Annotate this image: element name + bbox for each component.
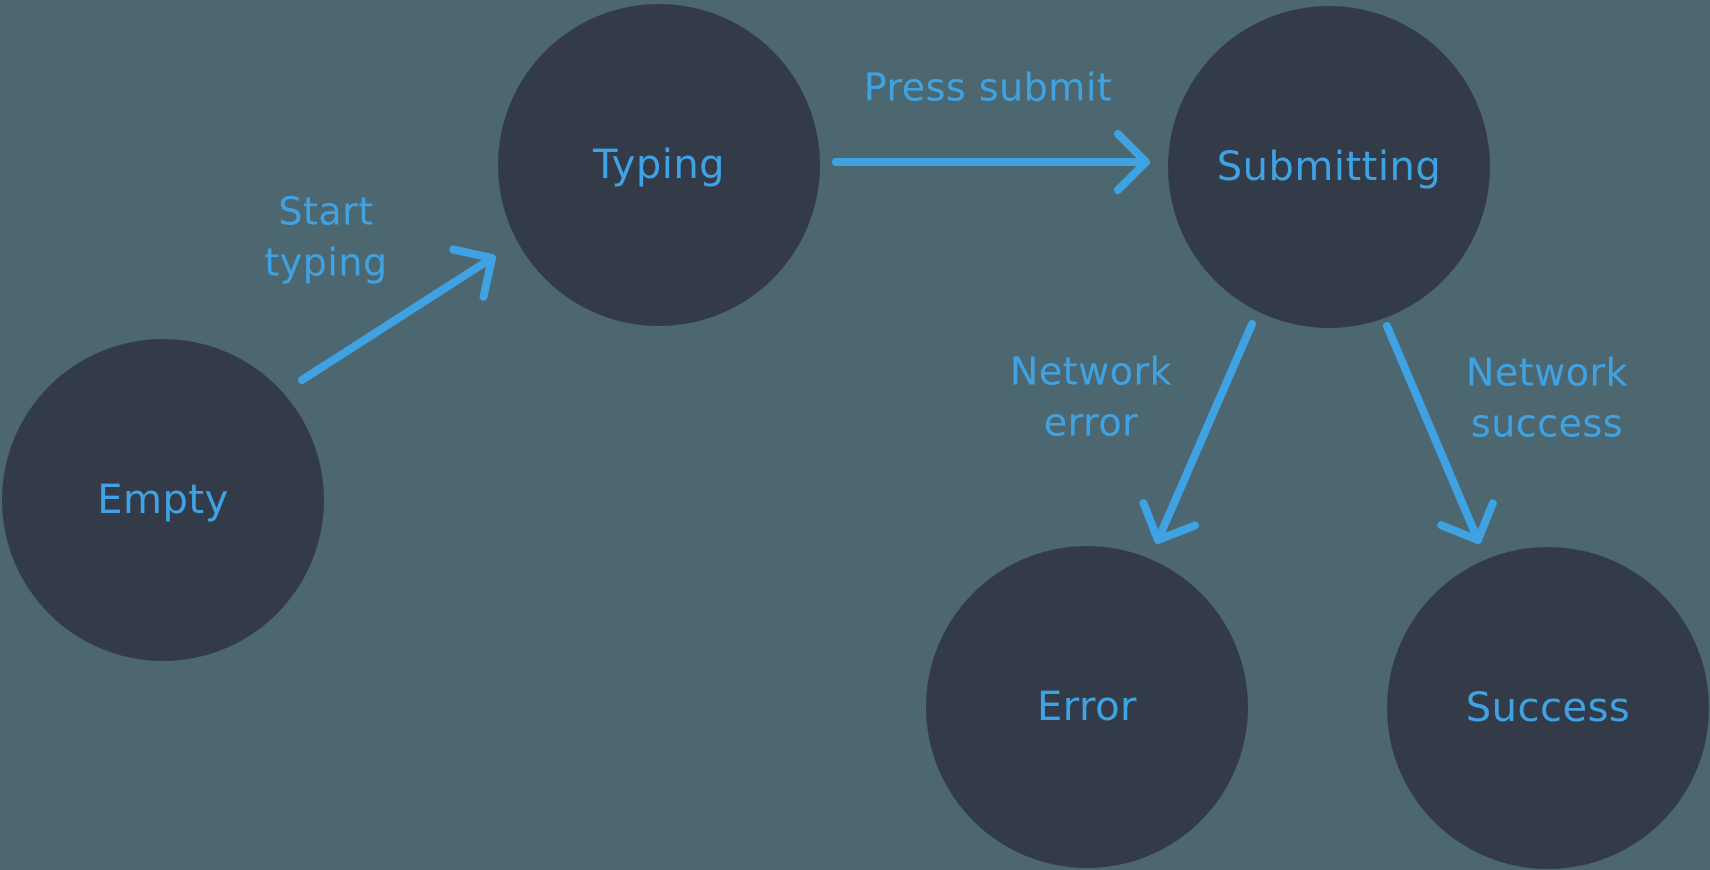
edge-label-network-error: Network error xyxy=(1009,349,1173,444)
state-node-success: Success xyxy=(1387,547,1709,869)
state-label-typing: Typing xyxy=(592,142,726,188)
state-node-empty: Empty xyxy=(2,339,324,661)
edge-submitting-to-success-arrow xyxy=(1383,322,1497,544)
state-label-success: Success xyxy=(1465,685,1631,731)
state-label-error: Error xyxy=(1037,684,1137,730)
state-node-error: Error xyxy=(926,546,1248,868)
edge-label-press-submit: Press submit xyxy=(863,65,1113,110)
edge-label-network-success: Network success xyxy=(1465,350,1629,445)
state-node-submitting: Submitting xyxy=(1168,6,1490,328)
state-label-empty: Empty xyxy=(97,477,229,523)
edge-empty-to-typing-arrow xyxy=(298,245,496,384)
state-node-typing: Typing xyxy=(498,4,820,326)
edge-label-start-typing: Start typing xyxy=(264,189,388,284)
edge-submitting-to-error-arrow xyxy=(1139,320,1256,544)
state-label-submitting: Submitting xyxy=(1216,144,1442,190)
